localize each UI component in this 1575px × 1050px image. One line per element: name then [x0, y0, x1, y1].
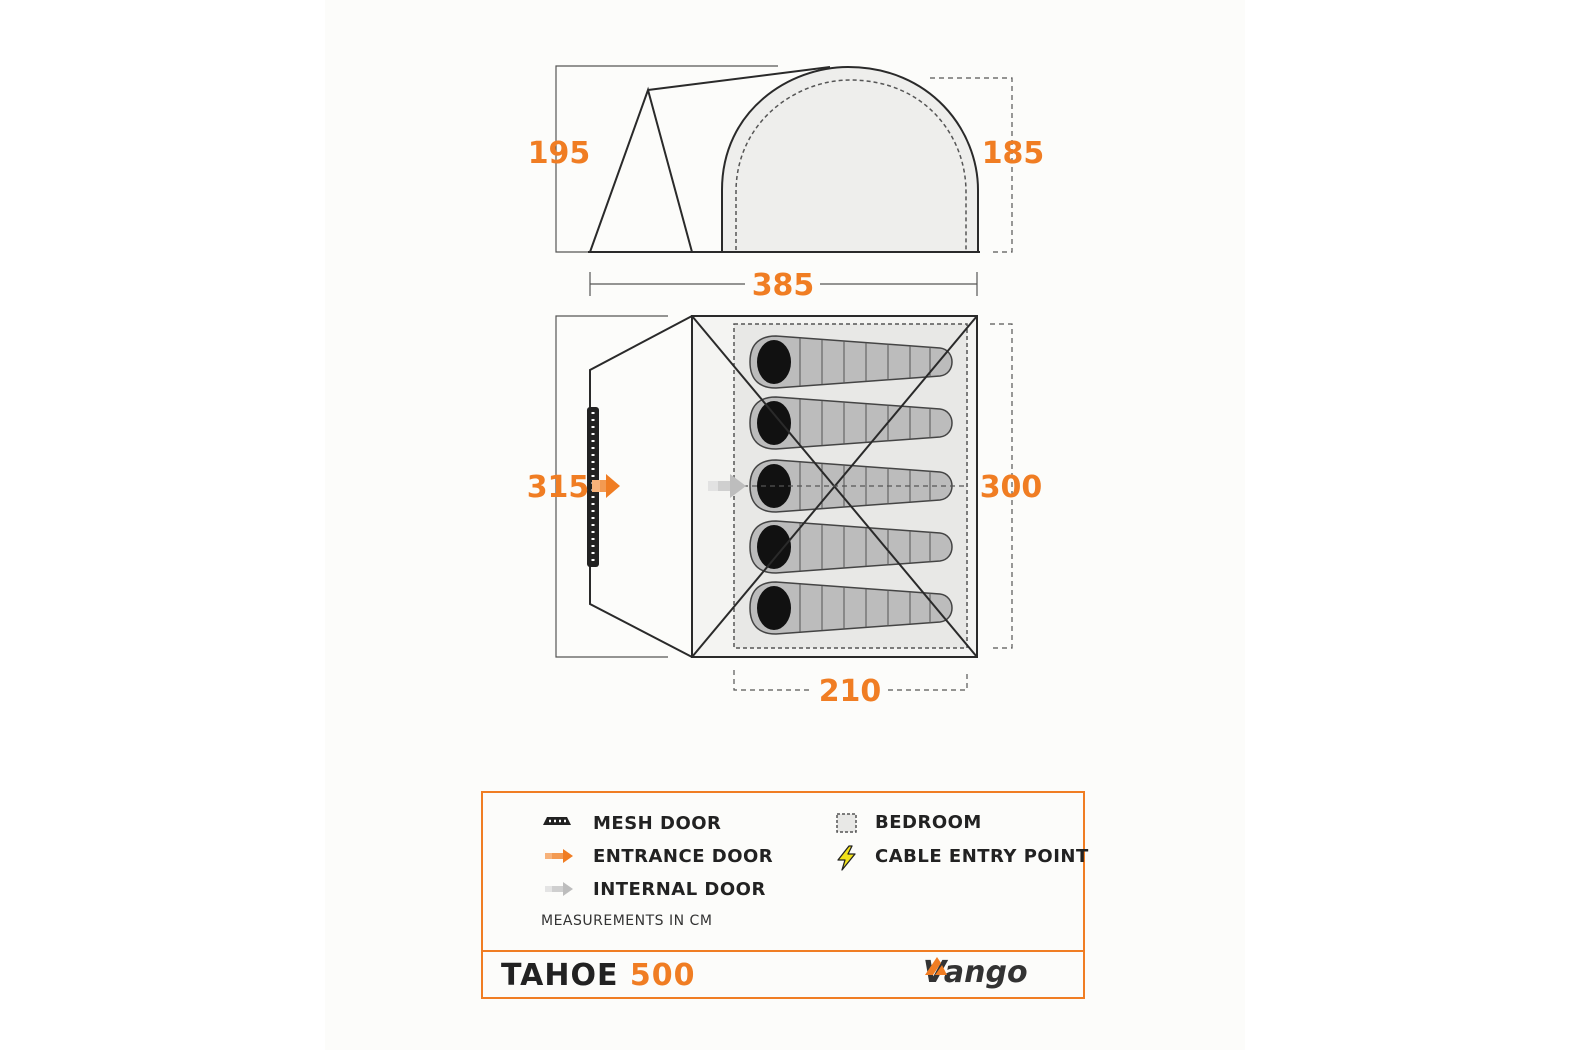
rear-height-bracket: [930, 77, 1013, 253]
side-elevation: [555, 65, 1013, 253]
lightning-bolt-icon: [837, 845, 856, 871]
legend-divider: [483, 950, 1083, 952]
bedroom-icon: [836, 813, 857, 833]
entrance-door-arrow: [592, 474, 620, 498]
total-width-label: 315: [527, 470, 590, 505]
bedroom-length-dimension: [733, 670, 968, 691]
floor-plan: [555, 315, 1013, 691]
vango-triangle-icon: [925, 957, 947, 975]
porch-side-outline: [589, 86, 693, 253]
legend-bedroom: BEDROOM: [875, 812, 982, 833]
entrance-door-icon: [545, 849, 573, 863]
front-height-bracket: [555, 65, 778, 253]
front-height-label: 195: [528, 136, 591, 171]
legend-box: MESH DOOR ENTRANCE DOOR INTERNAL DOOR ME…: [481, 791, 1088, 999]
internal-door-arrow: [708, 474, 746, 498]
internal-door-icon: [545, 882, 573, 896]
length-dimension: [589, 272, 978, 296]
legend-internal-door: INTERNAL DOOR: [593, 879, 766, 900]
measurements-note: MEASUREMENTS IN CM: [541, 913, 713, 929]
model-number: 500: [629, 958, 696, 993]
total-length-label: 385: [752, 268, 815, 303]
sleeping-bag: [749, 335, 953, 389]
porch-roof-line: [647, 66, 831, 91]
legend-cable-entry-point: CABLE ENTRY POINT: [875, 846, 1089, 867]
bedroom-width-bracket: [990, 323, 1013, 649]
total-width-bracket: [555, 315, 668, 658]
brand-logo: Vango: [923, 955, 1028, 991]
bedroom-dome-side: [721, 65, 979, 253]
sleeping-bag: [749, 581, 953, 635]
bedroom-width-label: 300: [980, 470, 1043, 505]
bedroom-length-label: 210: [819, 674, 882, 709]
rear-height-label: 185: [982, 136, 1045, 171]
model-name: TAHOE: [501, 958, 619, 993]
sleeping-bag: [749, 396, 953, 450]
legend-entrance-door: ENTRANCE DOOR: [593, 846, 774, 867]
legend-mesh-door: MESH DOOR: [593, 813, 722, 834]
model-title: TAHOE 500: [501, 958, 696, 993]
mesh-door-icon: [543, 817, 571, 825]
sleeping-bag: [749, 520, 953, 574]
